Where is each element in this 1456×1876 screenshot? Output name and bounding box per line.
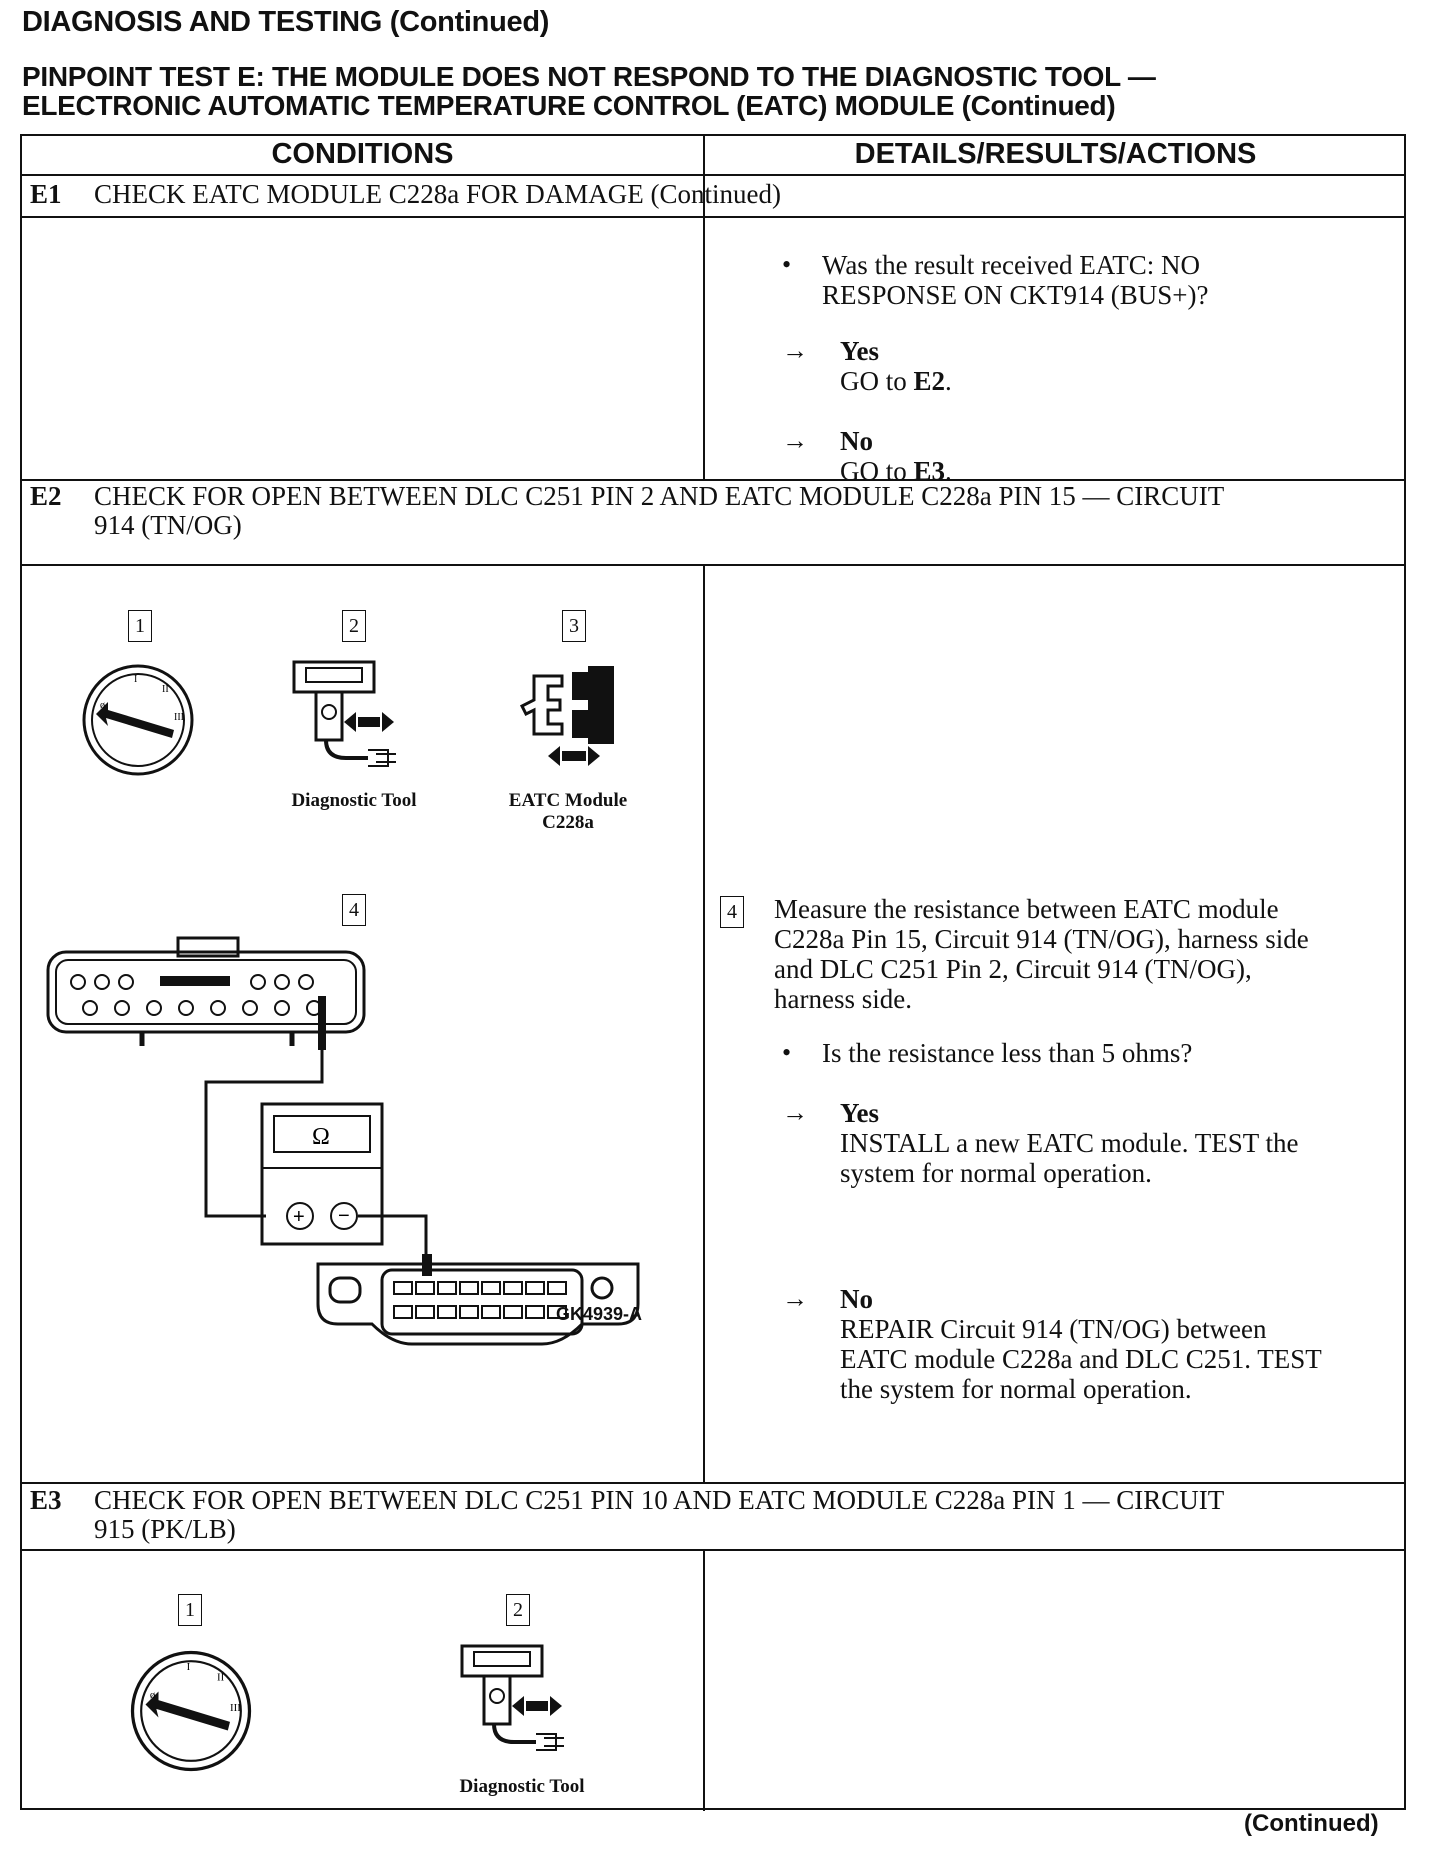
svg-text:I: I <box>187 1661 191 1673</box>
yes-action: GO to E2. <box>840 366 952 396</box>
svg-text:−: − <box>338 1205 350 1227</box>
bullet: • <box>782 250 792 279</box>
e2-question: Is the resistance less than 5 ohms? <box>822 1038 1193 1068</box>
arrow-icon: → <box>782 336 808 365</box>
step-title-line2: 914 (TN/OG) <box>94 510 242 540</box>
svg-text:II: II <box>217 1672 225 1684</box>
svg-text:+: + <box>293 1206 305 1228</box>
caption-line1: EATC Module <box>508 790 628 811</box>
diagnostic-tool-caption: Diagnostic Tool <box>291 790 417 811</box>
eatc-module-caption: EATC Module C228a <box>508 790 628 834</box>
figure-number-1: 1 <box>178 1594 202 1626</box>
step-number: E3 <box>30 1485 62 1515</box>
step-title-line1: CHECK FOR OPEN BETWEEN DLC C251 PIN 10 A… <box>94 1485 1225 1515</box>
column-divider <box>703 564 705 1482</box>
rule <box>22 174 1404 176</box>
e1-question: Was the result received EATC: NO RESPONS… <box>822 250 1209 310</box>
arrow-icon: → <box>782 426 808 455</box>
step-title: CHECK FOR OPEN BETWEEN DLC C251 PIN 2 AN… <box>94 482 1376 540</box>
step-title: CHECK FOR OPEN BETWEEN DLC C251 PIN 10 A… <box>94 1486 1376 1544</box>
yes-action-ref: E2 <box>913 366 946 396</box>
yes-label: Yes <box>840 336 879 366</box>
pinpoint-title-line2: ELECTRONIC AUTOMATIC TEMPERATURE CONTROL… <box>22 90 1116 121</box>
pinpoint-title-line1: PINPOINT TEST E: THE MODULE DOES NOT RES… <box>22 61 1156 92</box>
no-label: No <box>840 426 873 456</box>
arrow-icon: → <box>782 1284 808 1313</box>
svg-text:II: II <box>162 684 169 695</box>
yes-action-text: GO to <box>840 366 914 396</box>
rule <box>22 479 1404 481</box>
step-number-box: 4 <box>720 896 744 928</box>
rule <box>22 564 1404 566</box>
instruction-line1: Measure the resistance between EATC modu… <box>774 894 1279 924</box>
ohm-symbol: Ω <box>312 1124 330 1150</box>
step-number: E2 <box>30 481 62 511</box>
ignition-switch-icon: ø I II III <box>82 664 194 776</box>
column-header-conditions: CONDITIONS <box>271 138 454 170</box>
rule <box>22 1549 1404 1551</box>
figure-number-2: 2 <box>506 1594 530 1626</box>
page-header: DIAGNOSIS AND TESTING (Continued) <box>22 6 550 38</box>
no-action-ref: E3 <box>913 456 946 486</box>
dlc-connector-icon <box>316 1262 640 1346</box>
rule <box>22 1482 1404 1484</box>
resistance-measurement-diagram: Ω + − <box>46 936 432 1276</box>
no-action-line2: EATC module C228a and DLC C251. TEST <box>840 1344 1322 1374</box>
yes-label: Yes <box>840 1098 879 1128</box>
e1-question-line1: Was the result received EATC: NO <box>822 250 1200 280</box>
svg-text:I: I <box>134 674 137 685</box>
svg-text:ø: ø <box>150 1689 156 1701</box>
no-action-line3: the system for normal operation. <box>840 1374 1192 1404</box>
yes-action-line2: system for normal operation. <box>840 1158 1152 1188</box>
figure-number-2: 2 <box>342 610 366 642</box>
connector-icon <box>519 666 614 766</box>
step-title-line1: CHECK FOR OPEN BETWEEN DLC C251 PIN 2 AN… <box>94 481 1225 511</box>
column-header-details: DETAILS/RESULTS/ACTIONS <box>854 138 1257 170</box>
step-number: E1 <box>30 179 62 209</box>
figure-number-4: 4 <box>342 894 366 926</box>
ignition-switch-icon: ø I II III <box>130 1650 252 1772</box>
figure-id: GK4939-A <box>556 1304 643 1324</box>
no-label: No <box>840 1284 873 1314</box>
e2-no: No REPAIR Circuit 914 (TN/OG) between EA… <box>840 1284 1322 1404</box>
caption-line2: C228a <box>542 812 594 833</box>
e2-yes: Yes INSTALL a new EATC module. TEST the … <box>840 1098 1299 1188</box>
arrow-icon: → <box>782 1098 808 1127</box>
yes-action-line1: INSTALL a new EATC module. TEST the <box>840 1128 1299 1158</box>
e2-step-instruction: Measure the resistance between EATC modu… <box>774 894 1309 1014</box>
pinpoint-title: PINPOINT TEST E: THE MODULE DOES NOT RES… <box>22 62 1156 120</box>
e1-question-line2: RESPONSE ON CKT914 (BUS+)? <box>822 280 1209 310</box>
svg-text:ø: ø <box>100 700 105 711</box>
pinpoint-table: CONDITIONS DETAILS/RESULTS/ACTIONS E1 CH… <box>20 134 1406 1811</box>
rule <box>22 216 1404 218</box>
diagnostic-tool-icon <box>292 660 396 767</box>
svg-text:III: III <box>230 1702 241 1714</box>
continued-footer: (Continued) <box>1244 1810 1379 1837</box>
instruction-line2: C228a Pin 15, Circuit 914 (TN/OG), harne… <box>774 924 1309 954</box>
column-divider <box>703 136 705 216</box>
column-divider <box>703 1549 705 1811</box>
diagnostic-tool-caption: Diagnostic Tool <box>459 1776 585 1797</box>
column-divider <box>703 216 705 479</box>
no-action: GO to E3. <box>840 456 952 486</box>
e1-yes: Yes GO to E2. <box>840 336 952 396</box>
diagnostic-tool-icon <box>460 1644 564 1751</box>
svg-text:III: III <box>174 712 184 723</box>
instruction-line3: and DLC C251 Pin 2, Circuit 914 (TN/OG), <box>774 954 1252 984</box>
instruction-line4: harness side. <box>774 984 912 1014</box>
figure-number-1: 1 <box>128 610 152 642</box>
step-title: CHECK EATC MODULE C228a FOR DAMAGE (Cont… <box>94 179 781 209</box>
no-action-line1: REPAIR Circuit 914 (TN/OG) between <box>840 1314 1267 1344</box>
step-title-line2: 915 (PK/LB) <box>94 1514 236 1544</box>
no-action-text: GO to <box>840 456 914 486</box>
figure-number-3: 3 <box>562 610 586 642</box>
e1-no: No GO to E3. <box>840 426 952 486</box>
bullet: • <box>782 1038 792 1067</box>
